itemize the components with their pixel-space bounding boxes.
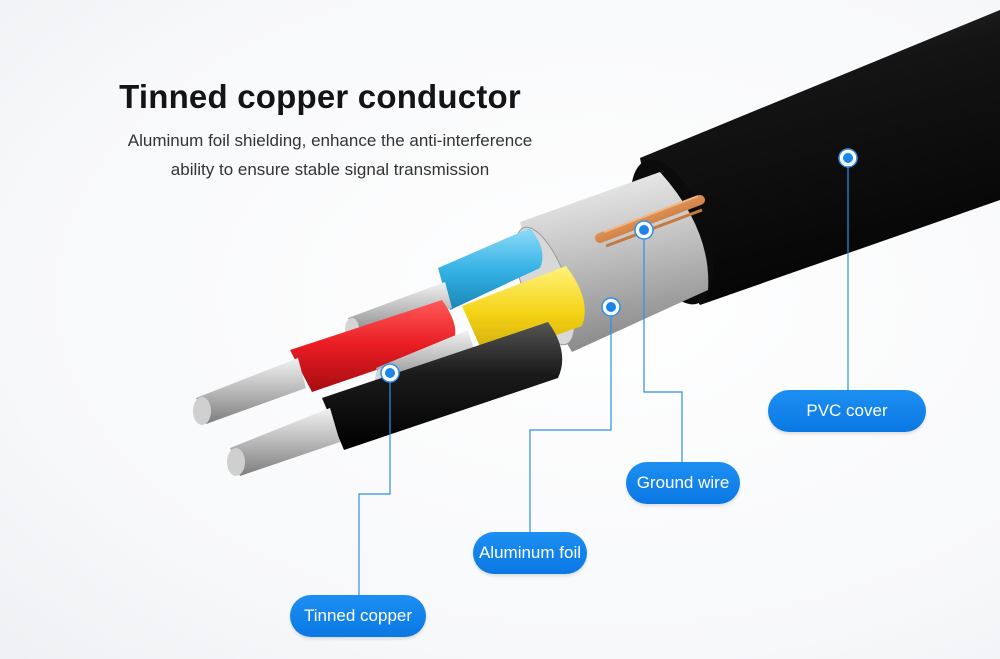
black-wire-tip: [227, 448, 245, 476]
leader-lines: [358, 158, 849, 595]
red-wire-tip: [193, 397, 211, 425]
marker-ground-wire: [634, 220, 654, 240]
subtitle-line-2: ability to ensure stable signal transmis…: [170, 160, 490, 179]
leader-ground: [643, 230, 683, 462]
black-wire: [322, 322, 563, 450]
callout-tinned-copper: Tinned copper: [290, 595, 426, 637]
red-wire-strands: [196, 358, 306, 424]
page-title: Tinned copper conductor: [119, 78, 521, 115]
marker-tinned-copper: [380, 363, 400, 383]
red-wire: [290, 300, 456, 392]
page-subtitle: Aluminum foil shielding, enhance the ant…: [60, 126, 600, 184]
leader-tinned: [358, 373, 391, 595]
callout-aluminum-foil: Aluminum foil: [473, 532, 587, 574]
leader-foil: [529, 307, 612, 532]
yellow-wire: [462, 266, 585, 360]
callout-ground-wire: Ground wire: [626, 462, 740, 504]
subtitle-line-1: Aluminum foil shielding, enhance the ant…: [127, 131, 533, 150]
marker-pvc: [838, 148, 858, 168]
black-wire-strands: [230, 408, 340, 476]
blue-wire: [438, 228, 543, 310]
marker-aluminum-foil: [601, 297, 621, 317]
callout-pvc-cover: PVC cover: [768, 390, 926, 432]
ground-wire-strands: [595, 195, 705, 248]
pvc-jacket: [640, 10, 1000, 305]
